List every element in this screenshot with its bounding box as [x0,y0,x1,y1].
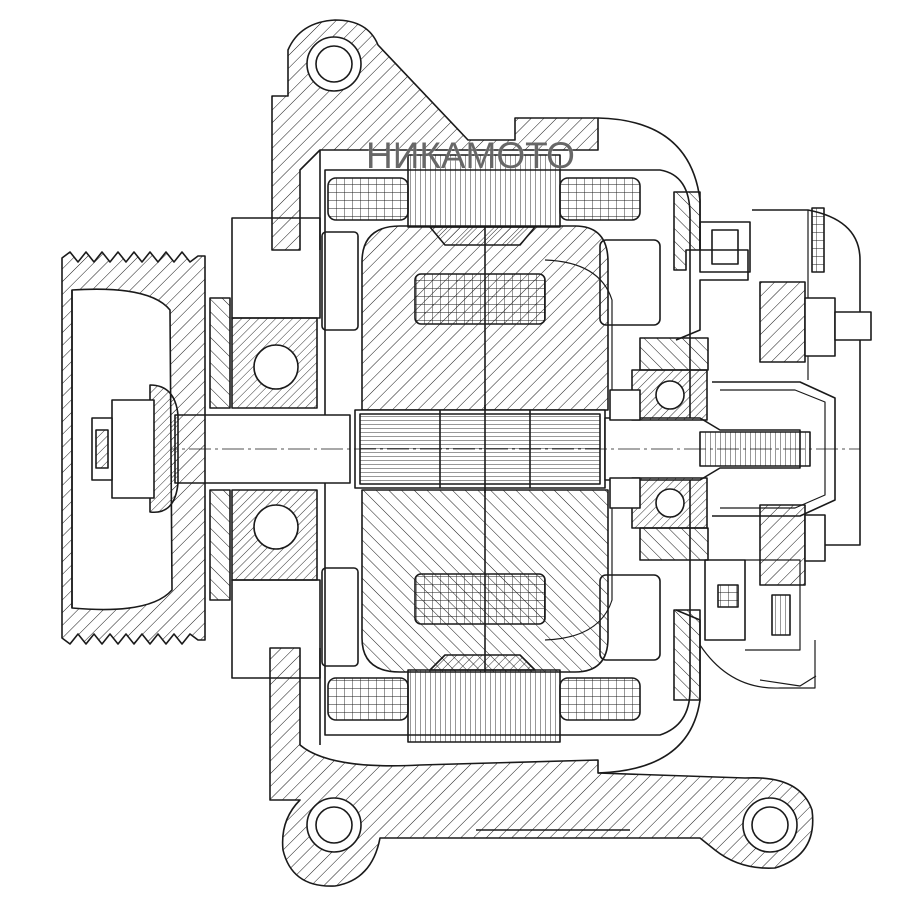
watermark-text: НИКАМОТО [366,135,575,176]
rear-cover [699,207,872,689]
front-housing-top [271,19,599,251]
rear-housing [597,117,751,774]
rotor-claw-poles [361,225,613,673]
stator-bottom [327,654,641,743]
front-bearing [209,217,359,679]
pulley [61,251,206,645]
fan-spacers [599,239,661,661]
front-housing-bottom [269,647,814,887]
rear-bearing [609,337,709,561]
